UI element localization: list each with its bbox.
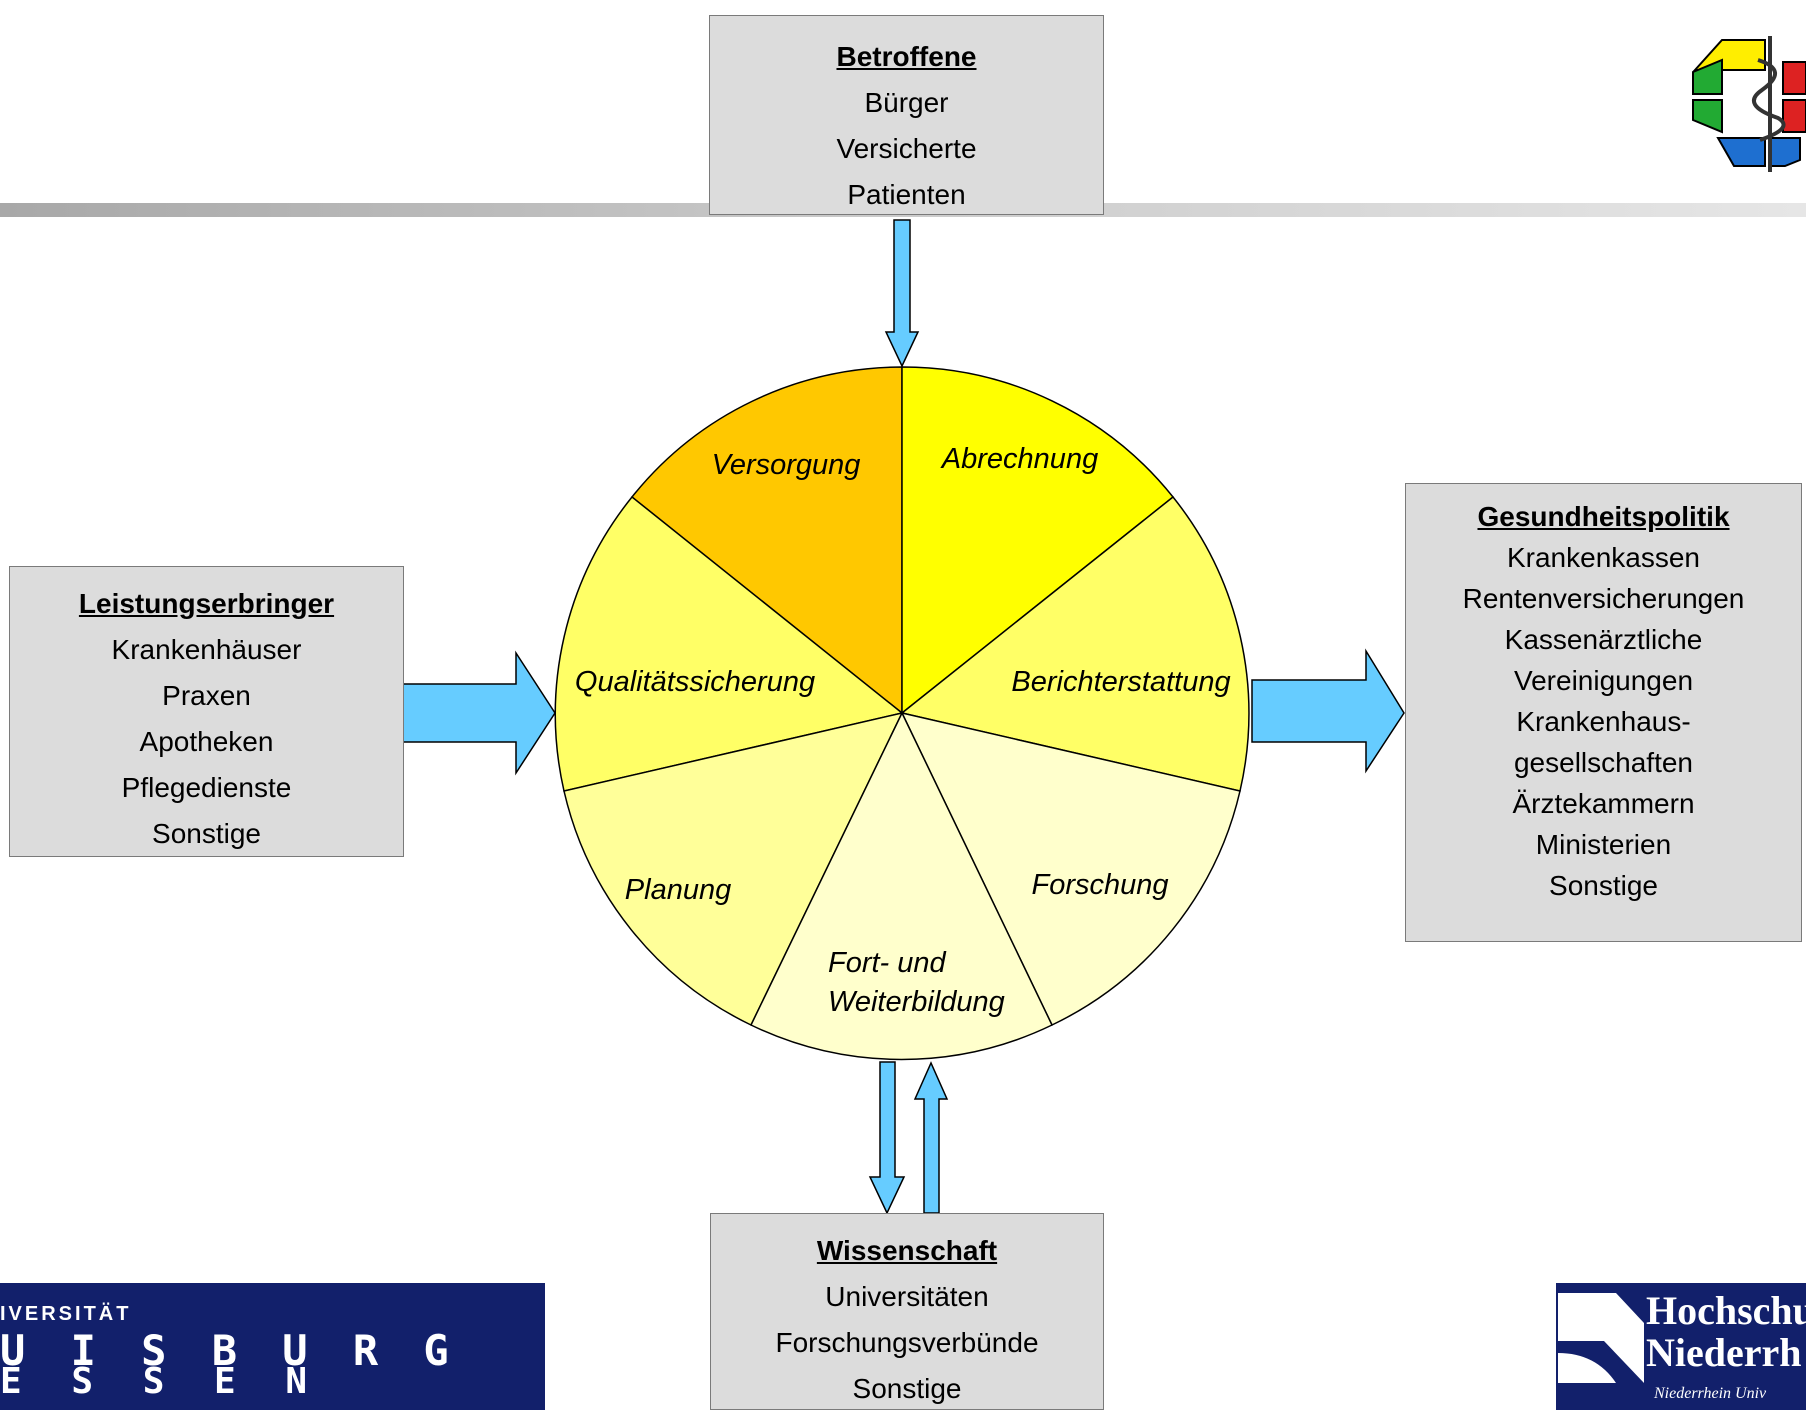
label-forschung: Forschung xyxy=(1031,869,1168,901)
box-line: Forschungsverbünde xyxy=(775,1327,1039,1358)
logo-right-mark-icon xyxy=(1558,1293,1644,1383)
box-line: Rentenversicherungen xyxy=(1462,583,1745,614)
box-title-gesundheitspolitik: Gesundheitspolitik xyxy=(1477,501,1730,532)
logo-right-line1: Hochschu xyxy=(1646,1288,1806,1333)
box-line: Krankenkassen xyxy=(1506,542,1700,573)
segment-abrechnung xyxy=(901,366,1175,715)
box-line: Versicherte xyxy=(836,133,977,164)
box-line: Krankenhaus- xyxy=(1516,706,1691,737)
box-line: Bürger xyxy=(864,87,949,118)
label-planung: Planung xyxy=(625,874,731,906)
box-line: Vereinigungen xyxy=(1513,665,1694,696)
hochschule-niederrhein-logo: Hochschu Niederrh Niederrhein Univ xyxy=(1556,1283,1806,1410)
emblem-logo xyxy=(1692,36,1806,172)
logo-left-line3: E S S E N xyxy=(0,1361,322,1402)
label-abrechnung: Abrechnung xyxy=(940,443,1098,475)
box-line: Pflegedienste xyxy=(121,772,292,803)
box-line: Sonstige xyxy=(1549,870,1658,901)
label-qualitaetssicherung: Qualitätssicherung xyxy=(575,666,815,698)
logo-left-line2: U I S B U R G xyxy=(0,1326,459,1375)
label-versorgung: Versorgung xyxy=(712,449,861,481)
box-line: Sonstige xyxy=(852,1373,962,1404)
segment-versorgung xyxy=(630,366,903,715)
segment-planung xyxy=(563,711,904,1027)
label-fort-und: Fort- und xyxy=(828,947,947,979)
box-line: Apotheken xyxy=(139,726,274,757)
box-line: Kassenärztliche xyxy=(1504,624,1703,655)
box-title-leistungserbringer: Leistungserbringer xyxy=(78,588,335,619)
box-line: gesellschaften xyxy=(1513,747,1693,778)
box-gesundheitspolitik: Gesundheitspolitik Krankenkassen Rentenv… xyxy=(1405,483,1802,942)
segment-fort-und-weiterbildung xyxy=(749,711,1054,1061)
box-line: Patienten xyxy=(847,179,966,210)
logo-left-line1: IVERSITÄT xyxy=(0,1303,132,1325)
logo-right-line2: Niederrh xyxy=(1646,1330,1802,1375)
box-leistungserbringer: Leistungserbringer Krankenhäuser Praxen … xyxy=(9,566,404,857)
label-berichterstattung: Berichterstattung xyxy=(1011,666,1230,698)
box-line: Praxen xyxy=(162,680,251,711)
box-line: Universitäten xyxy=(825,1281,989,1312)
label-weiterbildung: Weiterbildung xyxy=(828,986,1005,1018)
segment-berichterstattung xyxy=(900,495,1250,792)
box-line: Ärztekammern xyxy=(1512,788,1695,819)
box-betroffene: Betroffene Bürger Versicherte Patienten xyxy=(709,15,1104,215)
logo-right-line3: Niederrhein Univ xyxy=(1654,1385,1767,1402)
box-title-betroffene: Betroffene xyxy=(836,41,977,72)
box-title-wissenschaft: Wissenschaft xyxy=(816,1235,998,1266)
arrow-top-down xyxy=(884,219,920,368)
box-line: Sonstige xyxy=(152,818,261,849)
university-duisburg-essen-logo: IVERSITÄT U I S B U R G E S S E N xyxy=(0,1283,545,1410)
box-wissenschaft: Wissenschaft Universitäten Forschungsver… xyxy=(710,1213,1104,1410)
box-line: Krankenhäuser xyxy=(111,634,302,665)
arrow-left-right xyxy=(402,650,556,776)
arrow-right-out xyxy=(1251,648,1405,774)
segment-qualitaetssicherung xyxy=(554,495,904,792)
segment-forschung xyxy=(900,711,1241,1026)
box-line: Ministerien xyxy=(1535,829,1672,860)
arrow-down-to-wissenschaft xyxy=(868,1061,906,1215)
arrow-up-from-wissenschaft xyxy=(913,1061,949,1214)
